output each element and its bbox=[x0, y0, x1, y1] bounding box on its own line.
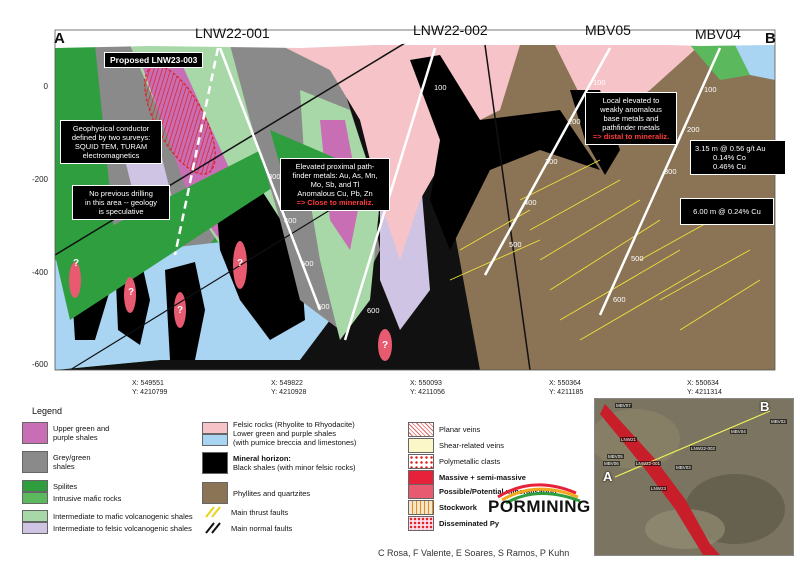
legend-disseminated: Disseminated Py bbox=[408, 516, 499, 531]
drillhole-lnw22-002 bbox=[343, 47, 437, 341]
legend-polymetallic-clasts: Polymetallic clasts bbox=[408, 454, 500, 469]
drillhole-mbv05 bbox=[483, 47, 612, 276]
depth-mbv04-100: 100 bbox=[704, 85, 717, 94]
depth-mbv05-100: 100 bbox=[593, 78, 606, 87]
legend-phyllites: Phyllites and quartzites bbox=[202, 482, 310, 504]
map-label-3: MBV05 bbox=[607, 454, 624, 459]
legend-title: Legend bbox=[32, 406, 63, 416]
map-label-10: MBV06 bbox=[603, 461, 620, 466]
normal-fault-icon bbox=[205, 522, 221, 534]
y-tick-200: -200 bbox=[31, 175, 48, 184]
assay-callout-2: 6.00 m @ 0.24% Cu bbox=[680, 198, 774, 225]
legend-normal-faults: Main normal faults bbox=[202, 522, 292, 534]
y-tick-600: -600 bbox=[31, 360, 48, 369]
legend-mineral-horizon: Mineral horizon:Black shales (with minor… bbox=[202, 452, 356, 474]
question-mark-2: ? bbox=[128, 287, 135, 298]
drillhole-proposed-lnw23-003 bbox=[173, 47, 220, 256]
map-label-8: LNW23 bbox=[650, 486, 668, 491]
thrust-fault-lower bbox=[69, 209, 331, 371]
location-map: A B MBV07 LNW21 MBV05 LNW22-002 MBV04 LN… bbox=[594, 398, 794, 556]
massive-lens-2 bbox=[124, 277, 136, 313]
drillhole-lnw22-001 bbox=[218, 47, 322, 311]
normal-fault bbox=[484, 44, 531, 371]
massive-lens-1 bbox=[69, 262, 81, 298]
depth-lnw22-002-600: 600 bbox=[367, 306, 380, 315]
proposed-hole-label: Proposed LNW23-003 bbox=[104, 52, 204, 68]
depth-mbv04-200: 200 bbox=[687, 125, 700, 134]
depth-lnw22-001-500: 500 bbox=[301, 259, 314, 268]
question-mark-5: ? bbox=[382, 340, 389, 351]
legend-planar-veins: Planar veins bbox=[408, 422, 480, 437]
section-frame bbox=[54, 29, 776, 371]
y-tick-0: 0 bbox=[43, 82, 48, 91]
map-label-1: MBV07 bbox=[615, 403, 632, 408]
depth-mbv05-500: 500 bbox=[509, 240, 522, 249]
depth-mbv05-300: 300 bbox=[545, 157, 558, 166]
sky bbox=[55, 30, 775, 48]
hole-label-lnw22-001: LNW22-001 bbox=[195, 25, 270, 41]
map-label-2: LNW21 bbox=[620, 437, 638, 442]
depth-mbv05-400: 400 bbox=[524, 198, 537, 207]
question-mark-3: ? bbox=[177, 305, 184, 316]
drillhole-mbv04 bbox=[598, 47, 722, 316]
top-right-green bbox=[690, 45, 750, 80]
top-right-water bbox=[730, 45, 775, 80]
map-label-9: MBV02 bbox=[770, 419, 787, 424]
legend-felsic: Felsic rocks (Rhyolite to Rhyodacite)Low… bbox=[202, 420, 356, 447]
mineral-horizon-central bbox=[410, 55, 600, 250]
massive-lens-5 bbox=[378, 329, 392, 361]
map-label-6: LNW22-001 bbox=[635, 461, 662, 466]
map-end-b: B bbox=[760, 399, 770, 414]
depth-lnw22-001-300: 300 bbox=[268, 172, 281, 181]
hole-label-mbv05: MBV05 bbox=[585, 22, 631, 38]
depth-lnw22-001-400: 400 bbox=[284, 216, 297, 225]
depth-lnw22-001-600: 600 bbox=[317, 302, 330, 311]
legend-shear-veins: Shear-related veins bbox=[408, 438, 504, 453]
proximal-callout: Elevated proximal path-finder metals: Au… bbox=[280, 158, 390, 211]
map-end-a: A bbox=[603, 469, 613, 484]
map-label-4: LNW22-002 bbox=[690, 446, 717, 451]
depth-mbv04-500: 500 bbox=[631, 254, 644, 263]
depth-mbv04-600: 600 bbox=[613, 295, 626, 304]
y-tick-400: -400 bbox=[31, 268, 48, 277]
question-mark-1: ? bbox=[73, 258, 80, 269]
pormining-logo: PORMINING bbox=[488, 475, 590, 525]
spilite-thrust-wedge bbox=[55, 130, 330, 320]
black-band-west-4 bbox=[215, 180, 305, 340]
question-mark-4: ? bbox=[237, 258, 244, 269]
legend-intermediate-shales: Intermediate to mafic volcanogenic shale… bbox=[22, 510, 193, 534]
shear-veins-east bbox=[449, 159, 761, 341]
section-end-b: B bbox=[765, 30, 776, 47]
thrust-fault-icon bbox=[205, 506, 221, 518]
section-end-a: A bbox=[54, 30, 65, 47]
credits: C Rosa, F Valente, E Soares, S Ramos, P … bbox=[378, 548, 570, 558]
legend-stockwork: Stockwork bbox=[408, 500, 477, 515]
legend-thrust-faults: Main thrust faults bbox=[202, 506, 288, 518]
depth-mbv05-200: 200 bbox=[568, 117, 581, 126]
legend-possible: Possible/Potential mineralisation bbox=[408, 484, 557, 499]
hole-label-mbv04: MBV04 bbox=[695, 26, 741, 42]
depth-mbv04-300: 300 bbox=[664, 167, 677, 176]
hole-label-lnw22-002: LNW22-002 bbox=[413, 22, 488, 38]
map-label-7: MBV03 bbox=[675, 465, 692, 470]
map-label-5: MBV04 bbox=[730, 429, 747, 434]
depth-lnw22-002-100: 100 bbox=[434, 83, 447, 92]
